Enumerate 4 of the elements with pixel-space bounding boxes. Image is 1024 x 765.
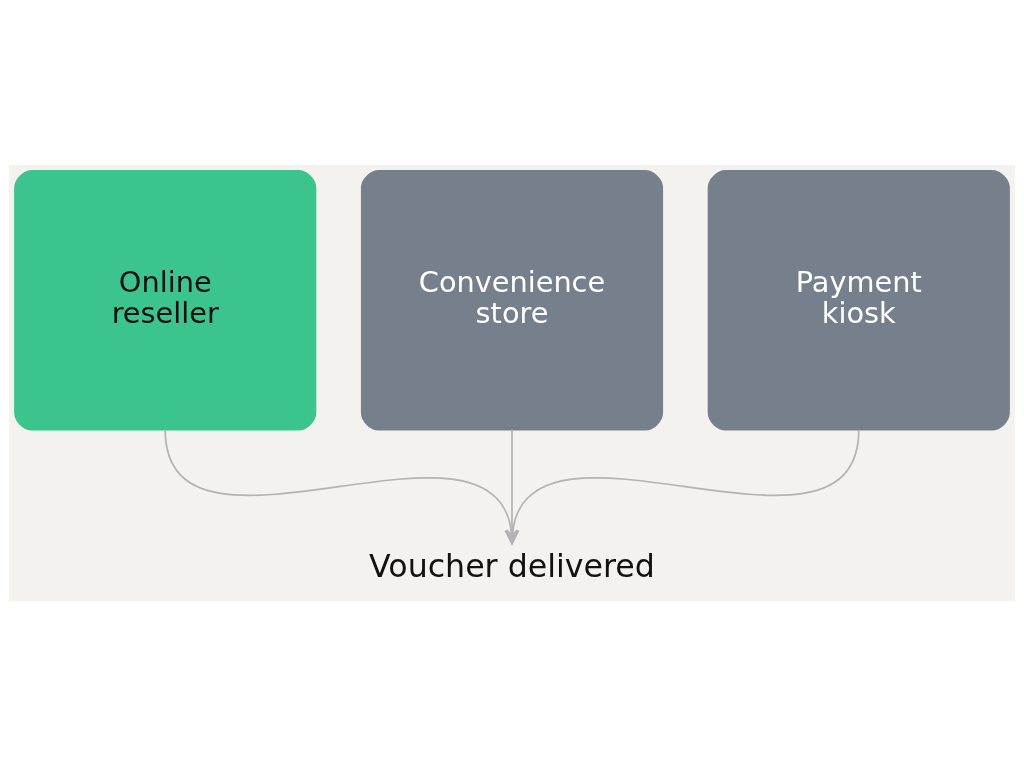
node-box: Convenience store [360,169,664,430]
node-box: Payment kiosk [707,169,1010,430]
node-box: Online reseller [14,169,317,430]
node-text: Voucher delivered [369,547,655,584]
